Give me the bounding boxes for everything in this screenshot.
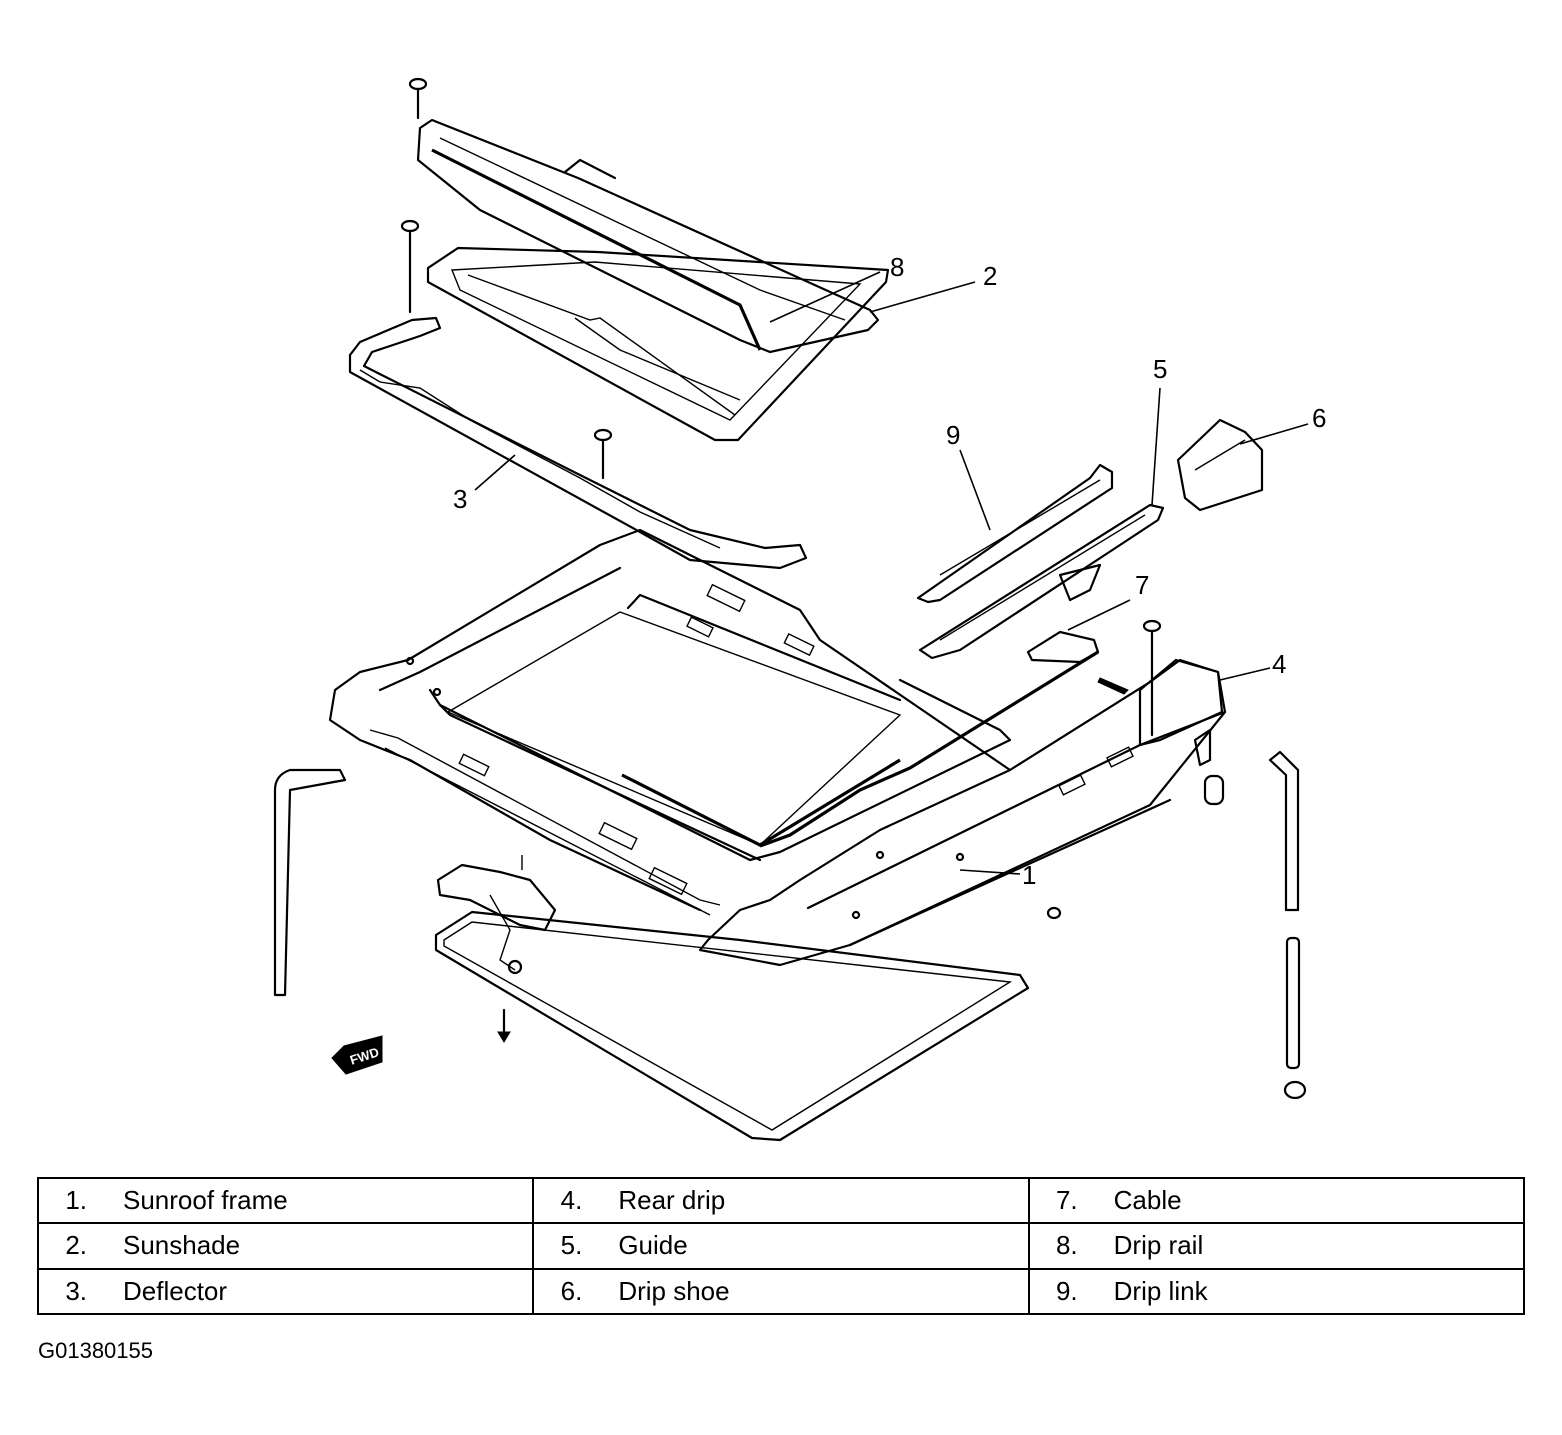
figure-id: G01380155 bbox=[38, 1338, 153, 1363]
seal-gasket-part bbox=[434, 910, 1030, 1142]
parts-legend-table: 1. Sunroof frame 4. Rear drip 7. Cable 2. Su… bbox=[36, 1176, 1526, 1316]
screw-icon bbox=[593, 428, 613, 480]
legend-label: Cable bbox=[1113, 1185, 1182, 1216]
clip-icon bbox=[1046, 906, 1307, 1100]
legend-number: 8. bbox=[1055, 1230, 1078, 1261]
exploded-sunroof-diagram: FWD 1 2 3 4 5 6 7 8 9 bbox=[273, 77, 1326, 1142]
legend-number: 5. bbox=[560, 1230, 583, 1261]
callout-1: 1 bbox=[1022, 860, 1036, 890]
screw-icon bbox=[408, 77, 428, 120]
drain-hose-right-lower bbox=[1285, 936, 1301, 1070]
legend-number: 3. bbox=[65, 1275, 87, 1306]
drip-shoe-part bbox=[1176, 418, 1264, 512]
rear-drip-part bbox=[1097, 658, 1225, 806]
legend-label: Guide bbox=[618, 1230, 688, 1261]
legend-number: 2. bbox=[65, 1230, 87, 1261]
fwd-arrow-icon: FWD bbox=[331, 1035, 383, 1075]
callout-8: 8 bbox=[890, 252, 904, 282]
screw-icon bbox=[400, 219, 420, 314]
screw-icon bbox=[1142, 619, 1162, 737]
callout-9: 9 bbox=[946, 420, 960, 450]
legend-label: Rear drip bbox=[618, 1185, 726, 1216]
legend-cell: 7. Cable bbox=[1027, 1176, 1526, 1225]
legend-number: 4. bbox=[560, 1185, 583, 1216]
legend-row: 2. Sunshade 5. Guide 8. Drip rail bbox=[36, 1222, 1526, 1270]
legend-label: Drip shoe bbox=[618, 1275, 730, 1306]
legend-label: Sunroof frame bbox=[123, 1185, 288, 1216]
legend-label: Deflector bbox=[123, 1275, 228, 1306]
legend-cell: 4. Rear drip bbox=[532, 1176, 1030, 1225]
screw-icon bbox=[497, 1008, 511, 1043]
callout-6: 6 bbox=[1312, 403, 1326, 433]
legend-cell: 1. Sunroof frame bbox=[36, 1176, 535, 1225]
legend-cell: 9. Drip link bbox=[1027, 1267, 1526, 1316]
legend-number: 6. bbox=[560, 1275, 583, 1306]
drain-hose-right-upper bbox=[1268, 750, 1300, 912]
legend-cell: 3. Deflector bbox=[36, 1267, 535, 1316]
callout-3: 3 bbox=[453, 484, 467, 514]
guide-part bbox=[918, 503, 1165, 660]
callout-5: 5 bbox=[1153, 354, 1167, 384]
leader-lines bbox=[474, 271, 1309, 875]
legend-number: 9. bbox=[1055, 1275, 1078, 1306]
legend-cell: 6. Drip shoe bbox=[532, 1267, 1030, 1316]
drip-rail-part bbox=[416, 118, 880, 354]
legend-number: 1. bbox=[65, 1185, 87, 1216]
legend-number: 7. bbox=[1055, 1185, 1078, 1216]
legend-label: Drip rail bbox=[1113, 1230, 1204, 1261]
drip-link-part bbox=[916, 463, 1114, 604]
legend-cell: 2. Sunshade bbox=[36, 1222, 535, 1270]
legend-row: 3. Deflector 6. Drip shoe 9. Drip link bbox=[36, 1267, 1526, 1316]
sunshade-part bbox=[426, 246, 890, 442]
callout-2: 2 bbox=[983, 261, 997, 291]
deflector-part bbox=[348, 316, 808, 570]
cable-part bbox=[759, 630, 1100, 848]
legend-cell: 5. Guide bbox=[532, 1222, 1030, 1270]
legend-label: Drip link bbox=[1113, 1275, 1208, 1306]
callout-4: 4 bbox=[1272, 649, 1286, 679]
drain-hose-left bbox=[273, 768, 347, 997]
legend-cell: 8. Drip rail bbox=[1027, 1222, 1526, 1270]
legend-row: 1. Sunroof frame 4. Rear drip 7. Cable bbox=[36, 1176, 1526, 1225]
callout-7: 7 bbox=[1135, 570, 1149, 600]
legend-label: Sunshade bbox=[123, 1230, 241, 1261]
